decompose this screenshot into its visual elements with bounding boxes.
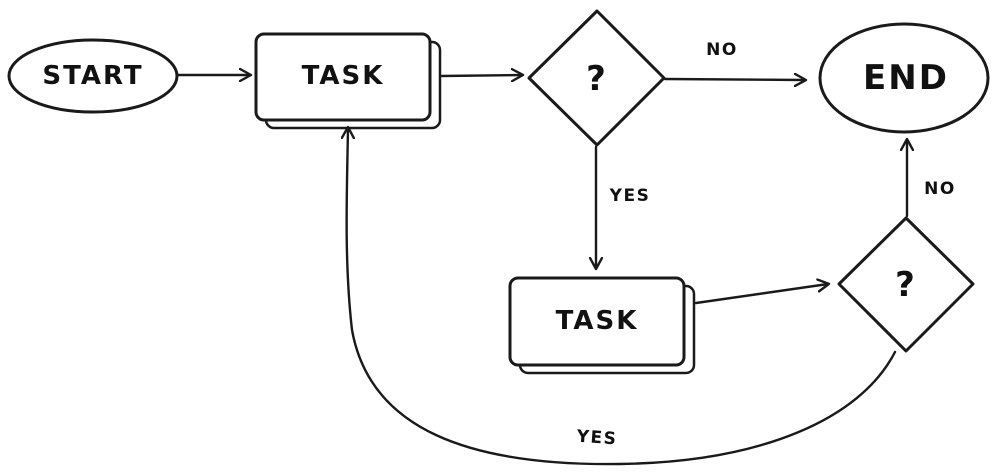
edge-decision-1-to-task-2-label: YES [609, 186, 651, 206]
task-1-node-label: TASK [302, 61, 385, 91]
task-2-node: TASK [508, 276, 696, 375]
task-2-node-label: TASK [556, 306, 639, 336]
decision-2-node: ? [837, 216, 975, 353]
edge-decision-1-to-end-label: NO [706, 40, 738, 60]
edge-decision-2-to-task-1-label: YES [575, 427, 618, 450]
start-node: START [7, 38, 179, 114]
start-node-label: START [42, 61, 143, 91]
edge-decision-2-to-end-label: NO [924, 179, 956, 199]
decision-1-node-label: ? [586, 59, 608, 99]
task-1-node: TASK [254, 32, 442, 130]
edge-decision-2-to-task-1 [347, 128, 897, 466]
edge-task-2-to-decision-2 [694, 284, 828, 305]
edge-decision-1-to-end [663, 79, 805, 80]
edge-task-1-to-decision-1 [439, 75, 522, 76]
decision-2-node-label: ? [895, 265, 917, 305]
end-node-label: END [863, 58, 949, 98]
decision-1-node: ? [527, 9, 666, 147]
end-node: END [818, 22, 990, 134]
